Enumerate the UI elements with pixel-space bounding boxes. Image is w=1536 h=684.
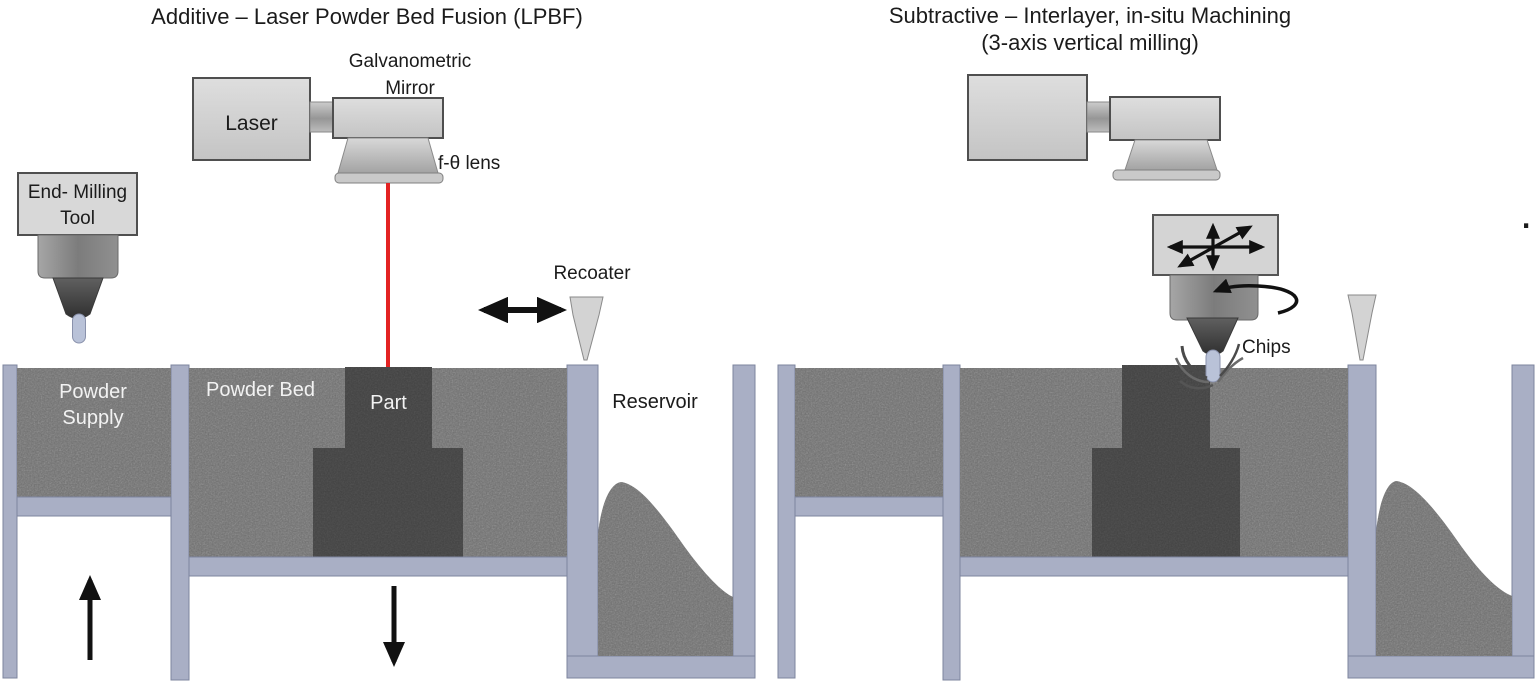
milling-tool-tip [72,313,86,344]
lpbf-optics [192,77,444,367]
reservoir-floor [566,655,756,679]
f-theta-lens-cone-right [1124,139,1218,171]
laser-box-right [967,74,1088,161]
galvanometric-mirror-label: Galvanometric Mirror [348,51,472,99]
spindle-collet [37,234,119,279]
spindle-collet-right [1169,274,1259,321]
supply-piston-platform [16,496,172,517]
chips-label: Chips [1242,337,1291,358]
milling-cone [52,277,104,319]
chips-icon [1174,343,1244,390]
powder-supply-label: Powder Supply [59,381,127,429]
end-milling-tool-label: End- Milling Tool [27,182,128,229]
reservoir-label: Reservoir [612,391,698,413]
f-theta-lens-label: f-θ lens [438,153,501,174]
reservoir-right-wall [732,364,756,659]
right-panel-title-line1: Subtractive – Interlayer, in-situ Machin… [888,3,1292,28]
supply-bed-divider-wall [170,364,190,681]
recoater-blade [569,296,604,361]
powder-supply-texture-right [795,368,943,497]
bed-right-wall-right [1347,364,1377,659]
build-piston-platform [188,556,568,577]
right-panel-title: Subtractive – Interlayer, in-situ Machin… [810,2,1370,56]
reservoir-powder-pile [598,482,733,656]
end-milling-tool-assembly [17,172,138,344]
reservoir-right-wall-right [1511,364,1535,659]
xyz-arrows-icon [1166,222,1266,272]
right-panel-title-line2: (3-axis vertical milling) [981,30,1199,55]
lpbf-optics-right [967,74,1221,181]
beam-tube [309,101,335,133]
supply-bed-divider-wall-right [942,364,961,681]
galvanometric-mirror-box [332,97,444,139]
f-theta-lens-flange [334,172,444,184]
milling-head-assembly [1152,214,1299,390]
recoater-assembly-left [478,296,604,361]
milling-cone-right [1186,317,1239,356]
laser-box [192,77,311,161]
powder-bed-label: Powder Bed [206,379,315,401]
beam-tube-right [1086,101,1112,133]
f-theta-lens-cone [337,137,439,174]
left-panel-title: Additive – Laser Powder Bed Fusion (LPBF… [151,4,583,29]
lpbf-build-unit [2,364,756,681]
milling-build-unit [777,364,1535,681]
milling-tool-tip-right [1205,349,1221,383]
part-label: Part [370,392,407,414]
laser-label: Laser [225,112,278,135]
recoater-blade-right [1347,294,1377,361]
supply-piston-platform-right [794,496,944,517]
supply-left-wall-right [777,364,796,679]
rotation-arrow-icon [1212,278,1299,315]
build-piston-platform-right [959,556,1349,577]
caption-dot: . [1520,189,1533,238]
galvanometric-mirror-box-right [1109,96,1221,141]
reservoir-floor-right [1347,655,1535,679]
powder-supply-texture [17,368,171,497]
supply-left-wall [2,364,18,679]
reservoir-powder-pile-right [1376,481,1512,656]
f-theta-lens-flange-right [1112,169,1221,181]
end-milling-tool-box [17,172,138,236]
recoater-label: Recoater [553,263,631,284]
